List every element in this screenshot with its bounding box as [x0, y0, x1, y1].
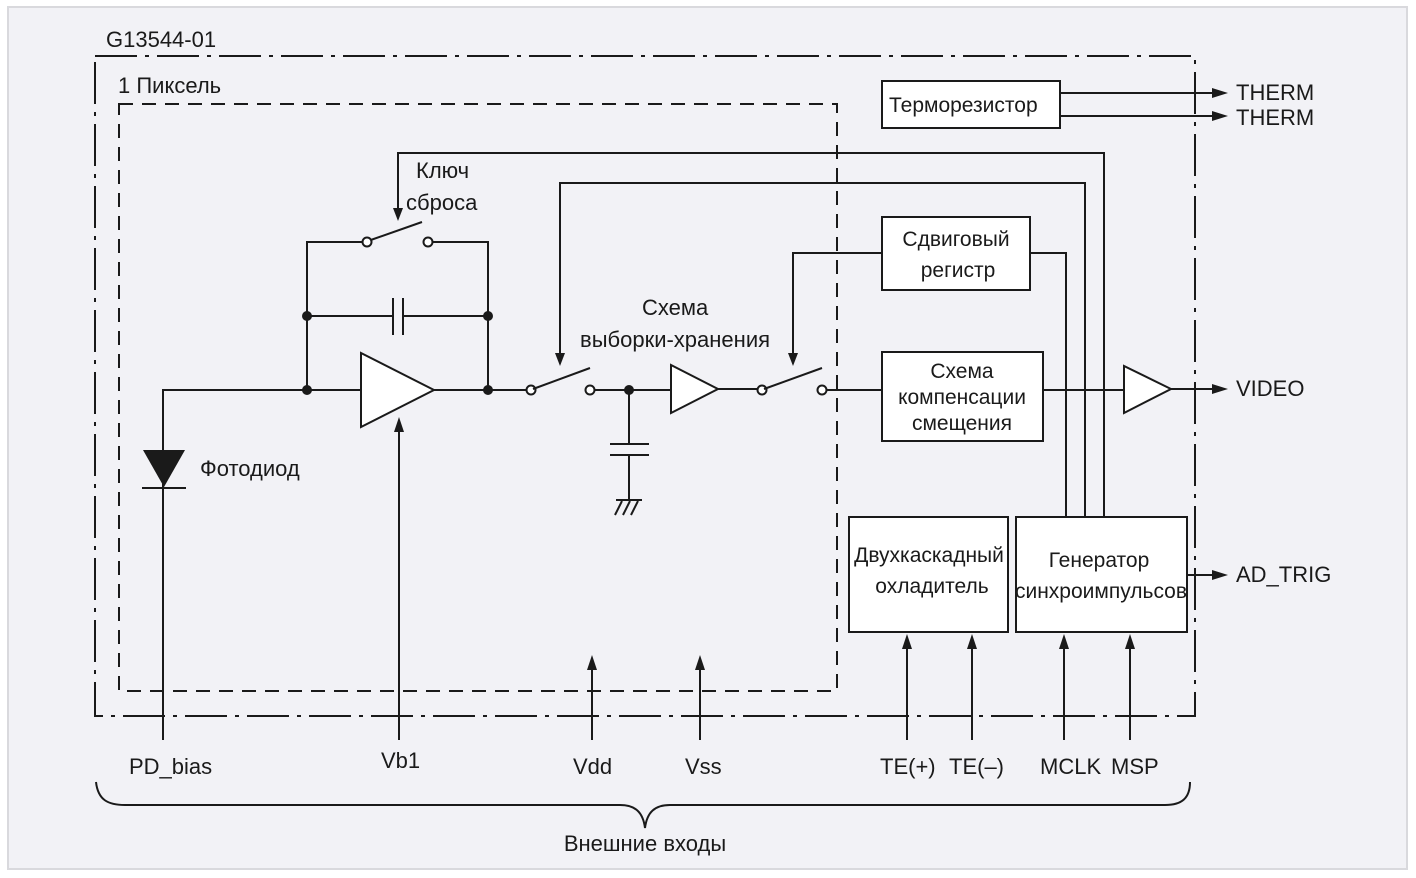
output-therm-1: THERM	[1236, 80, 1314, 105]
pixel-boundary	[118, 103, 838, 692]
timing-generator-block	[1015, 516, 1188, 633]
output-ad-trig: AD_TRIG	[1236, 562, 1331, 587]
input-te-plus: TE(+)	[880, 754, 936, 779]
output-buffer	[1123, 364, 1174, 415]
reset-switch-label-2: сброса	[406, 190, 478, 215]
shift-register-label-1: Сдвиговый	[902, 228, 1009, 251]
thermistor-block	[881, 80, 1061, 129]
part-number-label: G13544-01	[106, 27, 216, 52]
timing-gen-label-1: Генератор	[1049, 549, 1150, 572]
module-boundary	[94, 55, 1196, 717]
input-vss: Vss	[685, 754, 722, 779]
sample-hold-circuit	[525, 363, 882, 516]
control-lines	[393, 152, 1105, 517]
arrow-right-icon	[1212, 384, 1228, 394]
input-te-minus: TE(–)	[949, 754, 1004, 779]
offset-compensation-block	[881, 351, 1044, 442]
cooler-label-2: охладитель	[875, 575, 988, 598]
sample-hold-label-1: Схема	[642, 295, 709, 320]
input-vb1: Vb1	[381, 748, 420, 773]
thermistor-label: Терморезистор	[889, 94, 1038, 117]
timing-gen-label-2: синхроимпульсов	[1015, 580, 1187, 603]
charge-amplifier	[302, 221, 528, 740]
input-vdd: Vdd	[573, 754, 612, 779]
sample-hold-label-2: выборки-хранения	[580, 327, 770, 352]
input-lines	[587, 634, 1135, 740]
shift-register-label-2: регистр	[921, 259, 996, 282]
photodiode	[142, 389, 360, 740]
pixel-label: 1 Пиксель	[118, 73, 221, 98]
reset-switch-label-1: Ключ	[416, 158, 469, 183]
arrow-right-icon	[1212, 570, 1228, 580]
diagram-frame	[7, 6, 1408, 870]
arrow-right-icon	[1212, 88, 1228, 98]
input-pd-bias: PD_bias	[129, 754, 212, 779]
inputs-brace	[95, 781, 1191, 829]
input-msp: MSP	[1111, 754, 1159, 779]
offset-comp-label-2: компенсации	[898, 386, 1026, 409]
cooler-block	[848, 516, 1009, 633]
offset-comp-label-3: смещения	[912, 412, 1012, 435]
arrow-right-icon	[1212, 111, 1228, 121]
inputs-caption: Внешние входы	[564, 831, 726, 856]
output-therm-2: THERM	[1236, 105, 1314, 130]
offset-comp-label-1: Схема	[930, 360, 994, 383]
output-video: VIDEO	[1236, 376, 1304, 401]
shift-register-block	[881, 216, 1031, 291]
input-mclk: MCLK	[1040, 754, 1101, 779]
cooler-label-1: Двухкаскадный	[854, 544, 1004, 567]
photodiode-label: Фотодиод	[200, 456, 300, 481]
